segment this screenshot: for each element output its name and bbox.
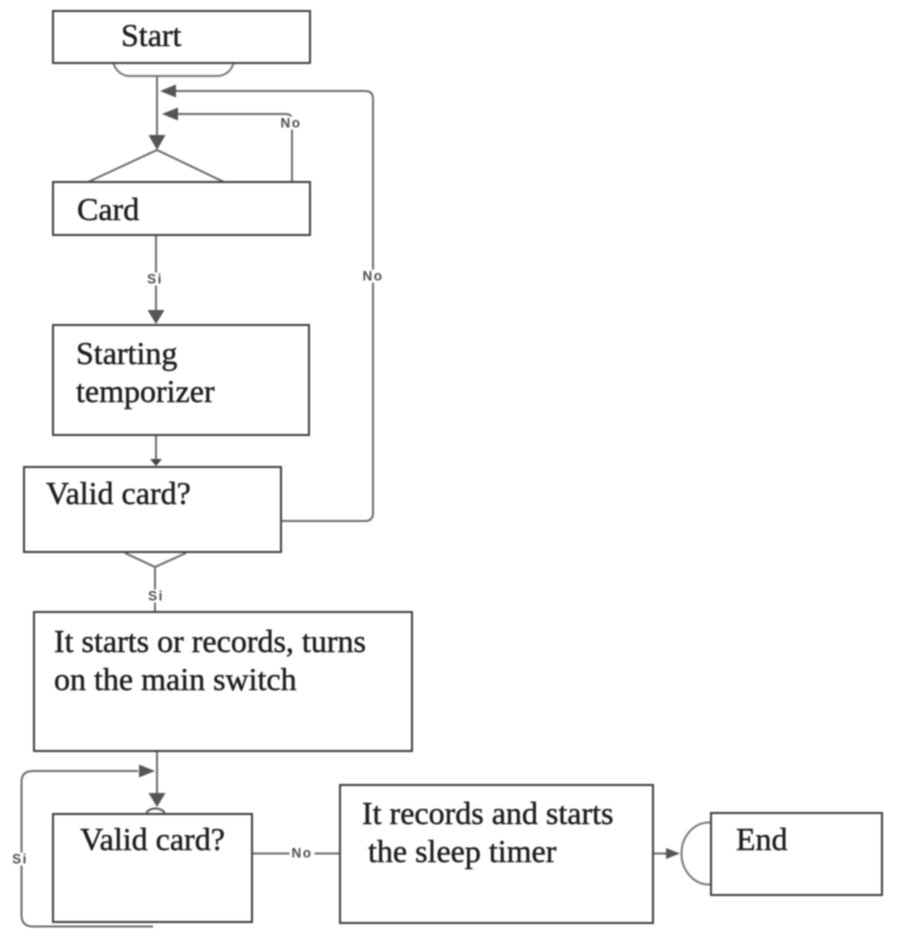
edge-label-si-card: Si xyxy=(145,271,165,287)
valid1-decision-shape xyxy=(124,552,187,569)
node-sleep-timer-line2: the sleep timer xyxy=(368,833,557,869)
node-main-switch: It starts or records, turns on the main … xyxy=(33,611,413,752)
arrowhead-start-down xyxy=(148,135,166,150)
node-start-label: Start xyxy=(121,17,182,53)
edge-valid2-si-loop xyxy=(20,770,153,928)
node-start: Start xyxy=(52,10,311,64)
node-end-label: End xyxy=(736,821,788,857)
node-valid1-label: Valid card? xyxy=(46,475,191,511)
edge-label-si-valid: Si xyxy=(146,588,166,604)
arrowhead-sleep-end xyxy=(666,848,680,859)
edge-label-no-sleep: No xyxy=(289,845,315,861)
node-main-switch-line2: on the main switch xyxy=(54,661,297,697)
edge-label-no-short: No xyxy=(278,115,304,131)
node-valid2: Valid card? xyxy=(52,813,253,923)
node-temporizer: Starting temporizer xyxy=(52,324,310,436)
arrowhead-feedback-long xyxy=(160,84,176,98)
node-temporizer-line2: temporizer xyxy=(76,373,215,409)
node-card-label: Card xyxy=(77,191,140,227)
node-valid1: Valid card? xyxy=(23,466,282,553)
arrowhead-main-down xyxy=(148,793,166,807)
arrowhead-si-loop xyxy=(139,764,155,778)
node-sleep-timer: It records and starts the sleep timer xyxy=(339,784,654,924)
edge-valid1-no-feedback xyxy=(168,90,374,522)
node-end: End xyxy=(710,812,883,896)
node-card: Card xyxy=(52,181,311,236)
arrowhead-card-si xyxy=(147,310,165,324)
node-main-switch-line1: It starts or records, turns xyxy=(54,623,366,659)
edge-card-no-feedback xyxy=(170,113,293,181)
card-decision-shape xyxy=(87,148,225,183)
arrowhead-temporizer-valid1 xyxy=(150,459,162,466)
edge-label-si-loop: Si xyxy=(10,851,30,867)
node-sleep-timer-line1: It records and starts xyxy=(362,795,614,831)
arrowhead-feedback-short xyxy=(162,107,178,121)
node-valid2-label: Valid card? xyxy=(80,821,225,857)
node-temporizer-line1: Starting xyxy=(76,335,178,371)
edge-label-no-long: No xyxy=(360,268,386,284)
